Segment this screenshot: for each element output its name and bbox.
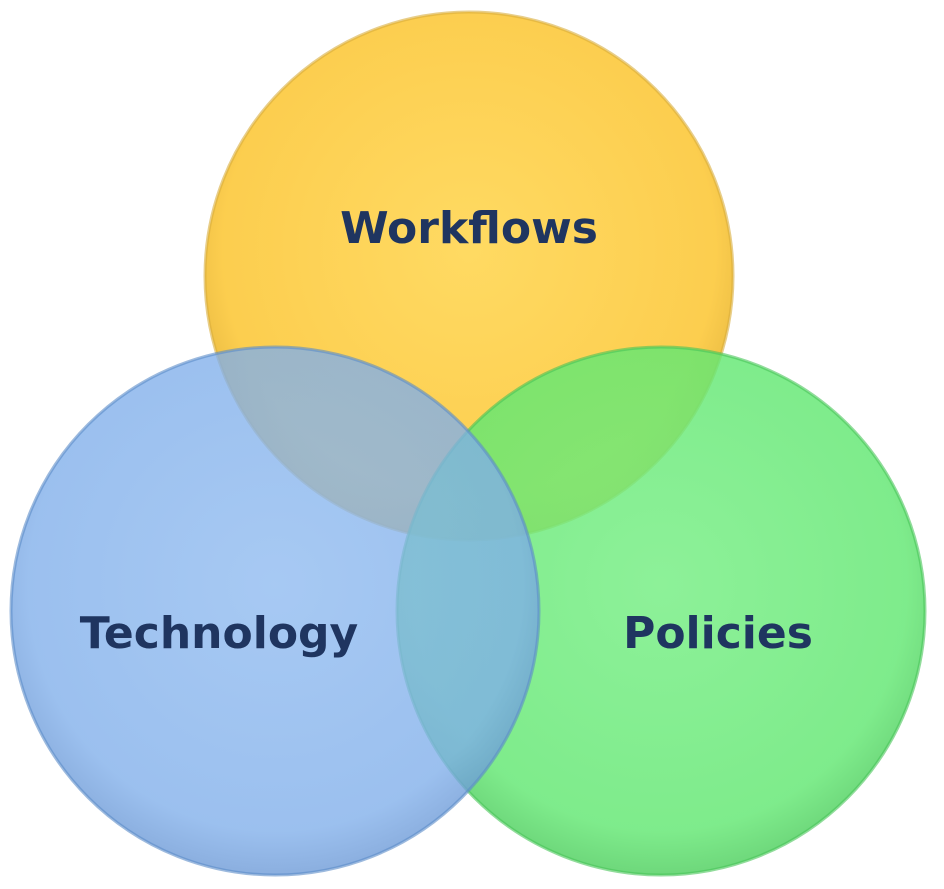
technology-circle [9, 345, 541, 877]
policies-label: Policies [623, 608, 813, 659]
workflows-label: Workflows [340, 203, 598, 254]
technology-label: Technology [80, 608, 358, 659]
